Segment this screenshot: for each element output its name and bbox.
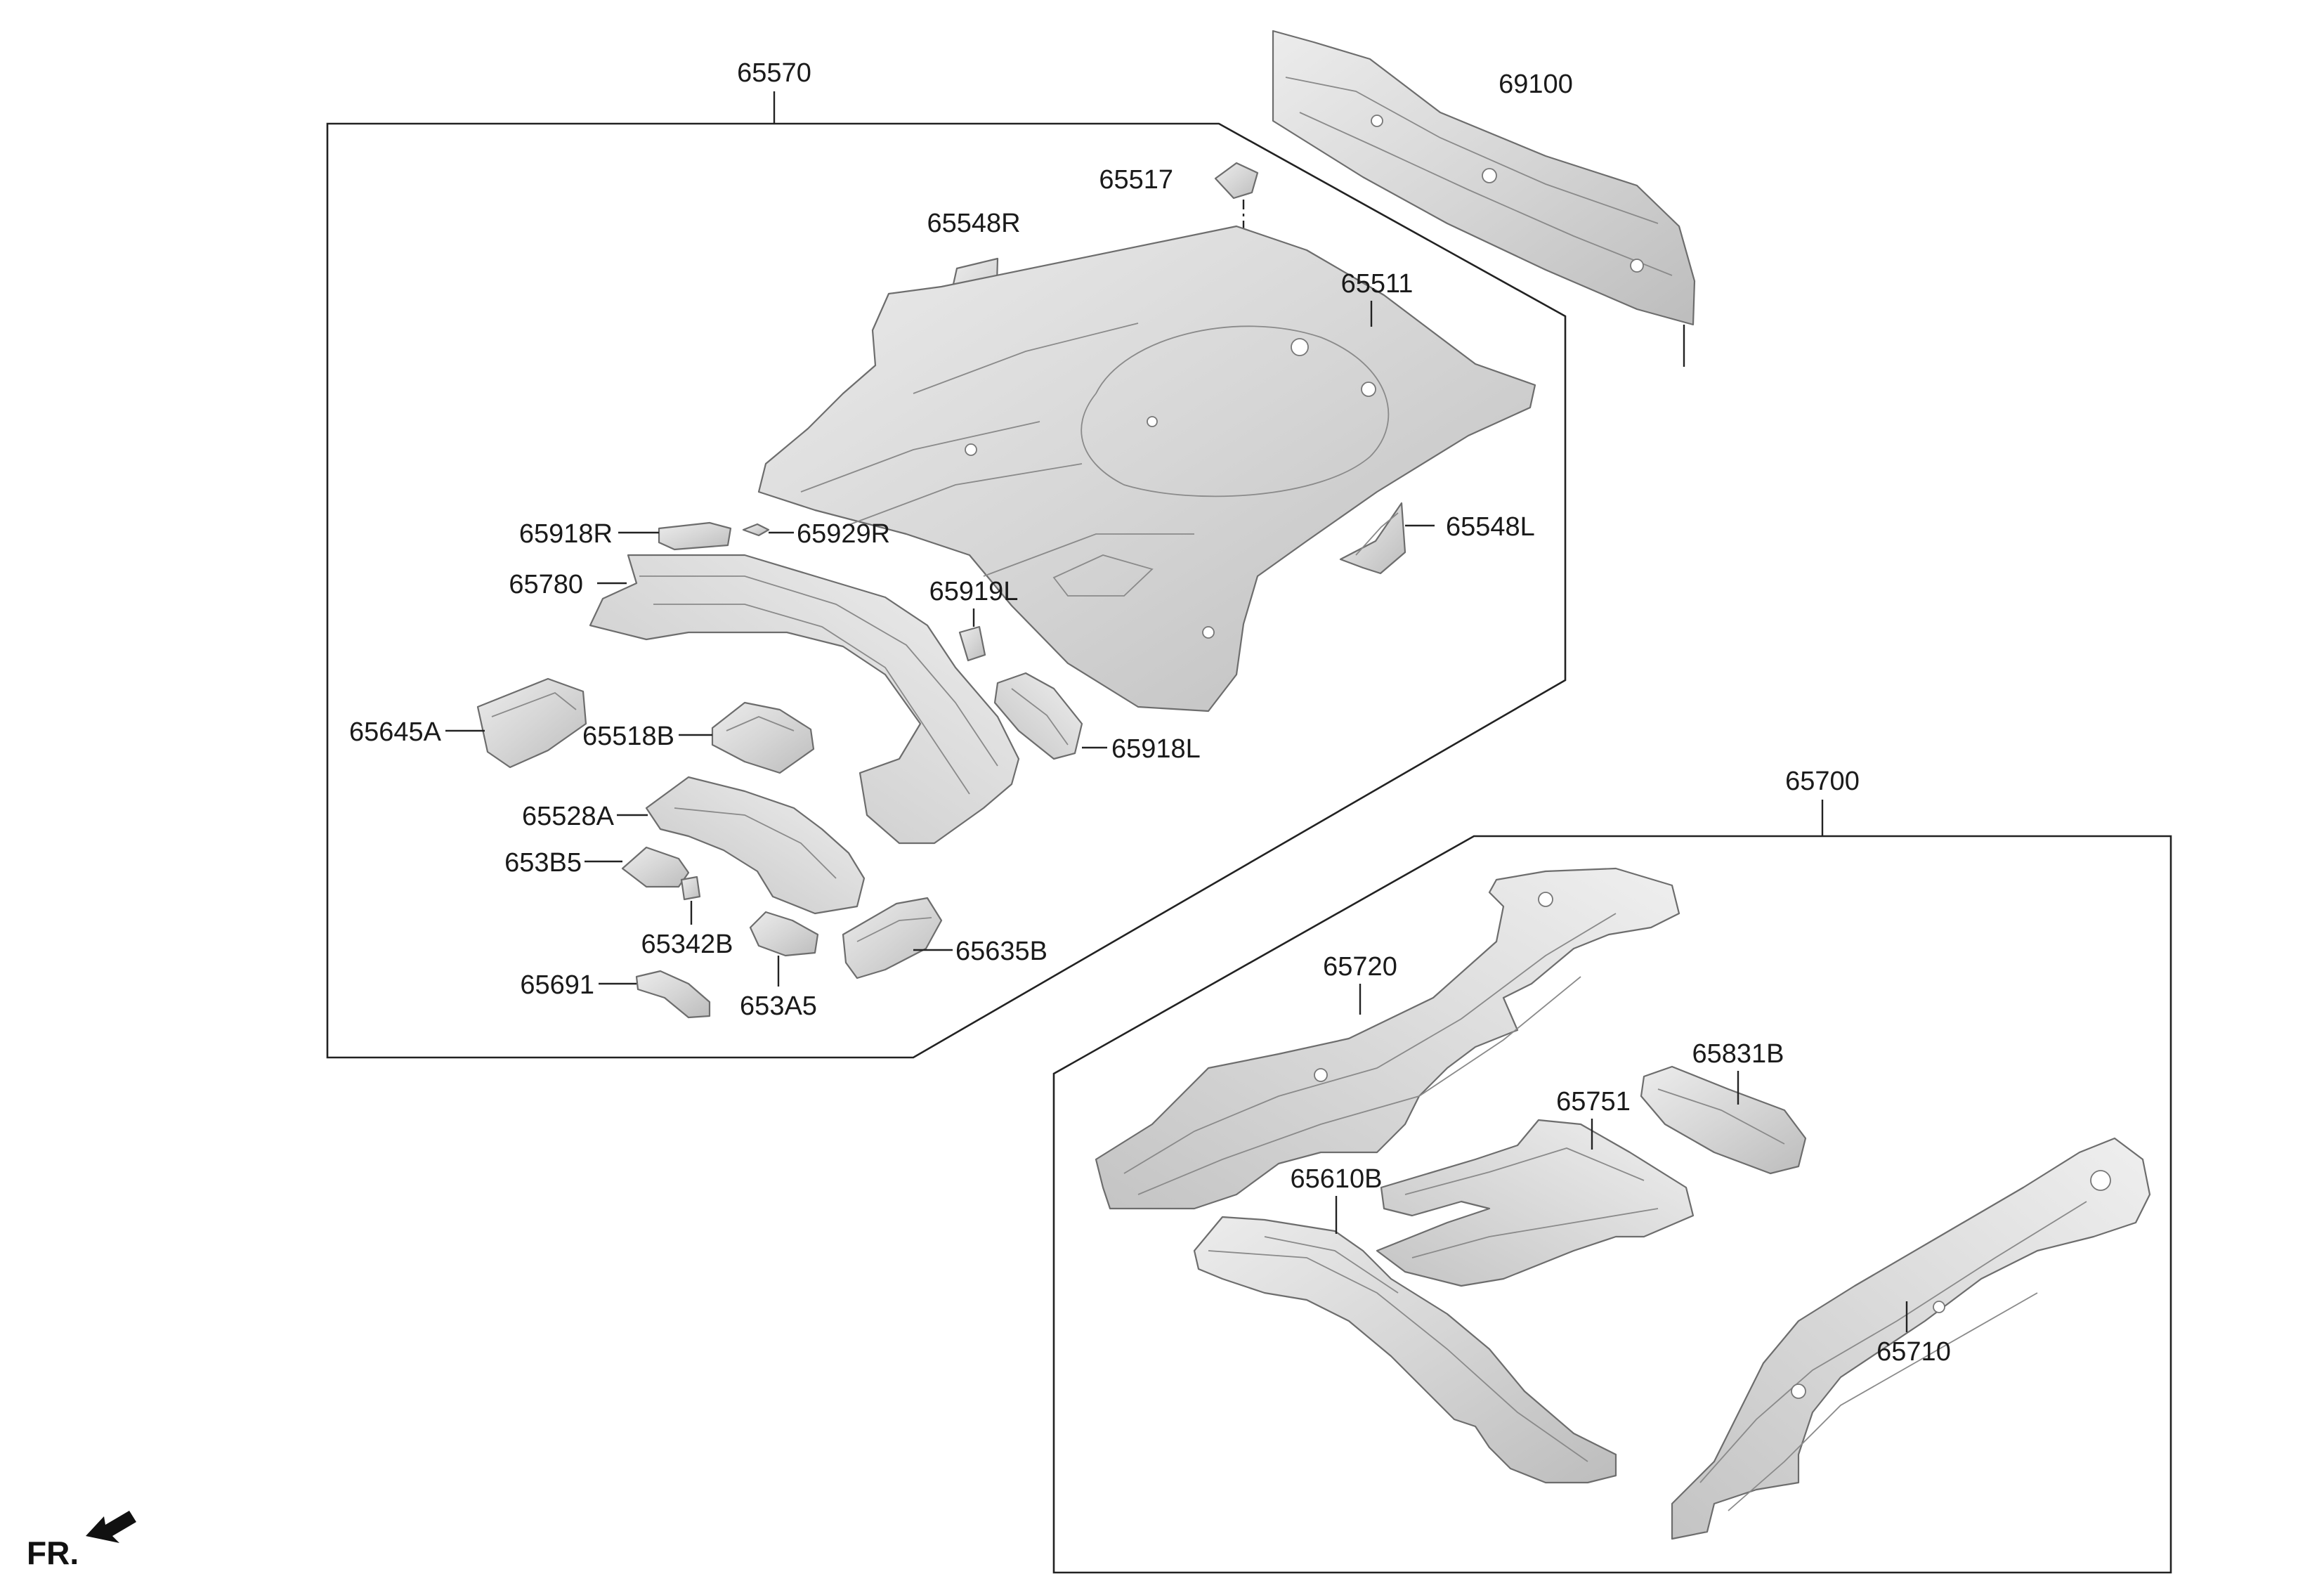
front-arrow-icon (86, 1511, 136, 1543)
part-65831B-reinforcement[interactable] (1640, 1065, 1807, 1175)
part-65342B-clip[interactable] (680, 876, 701, 925)
part-label-65548L[interactable]: 65548L (1446, 512, 1535, 542)
part-label-65635B[interactable]: 65635B (955, 937, 1047, 966)
part-label-65919L[interactable]: 65919L (929, 577, 1019, 606)
part-65929R-clip[interactable] (742, 523, 794, 537)
part-65528A-plate[interactable] (617, 776, 866, 915)
part-65548L-bracket[interactable] (1339, 502, 1435, 575)
part-65720-side-member[interactable] (1095, 867, 1680, 1210)
part-label-653A5[interactable]: 653A5 (740, 991, 817, 1021)
group-65700-frame (1052, 800, 2172, 1574)
part-label-65751[interactable]: 65751 (1556, 1087, 1631, 1117)
part-65751-crossmember[interactable] (1376, 1119, 1695, 1287)
part-label-65918L[interactable]: 65918L (1111, 734, 1201, 764)
part-label-65780[interactable]: 65780 (509, 570, 583, 599)
group-65570-frame (326, 91, 1567, 1059)
part-65518B-bracket[interactable] (679, 701, 815, 774)
part-653B5-bracket[interactable] (585, 846, 690, 888)
part-label-65831B[interactable]: 65831B (1692, 1039, 1784, 1069)
part-label-65645A[interactable]: 65645A (349, 717, 442, 747)
part-label-65528A[interactable]: 65528A (522, 802, 615, 831)
part-label-65610B[interactable]: 65610B (1290, 1164, 1382, 1194)
part-label-65548R[interactable]: 65548R (927, 209, 1020, 238)
part-label-65342B[interactable]: 65342B (641, 930, 733, 959)
part-label-65511[interactable]: 65511 (1341, 269, 1414, 299)
part-label-653B5[interactable]: 653B5 (504, 848, 582, 878)
part-label-65518B[interactable]: 65518B (582, 722, 674, 751)
part-65511-floor-pan[interactable] (757, 225, 1536, 712)
part-label-65691[interactable]: 65691 (520, 970, 594, 1000)
part-65918L-rail[interactable] (993, 672, 1107, 760)
part-65691-bracket[interactable] (599, 970, 711, 1019)
part-65635B-bracket[interactable] (842, 897, 953, 980)
part-label-65710[interactable]: 65710 (1876, 1337, 1951, 1367)
part-label-65517[interactable]: 65517 (1099, 165, 1173, 195)
part-label-69100[interactable]: 69100 (1499, 70, 1573, 99)
part-65710-side-member[interactable] (1671, 1137, 2151, 1540)
part-label-65720[interactable]: 65720 (1323, 952, 1397, 982)
part-65918R-bracket[interactable] (618, 521, 732, 551)
part-65919L-bracket[interactable] (958, 608, 986, 662)
front-direction-indicator: FR. (27, 1511, 136, 1571)
part-label-65918R[interactable]: 65918R (519, 519, 613, 549)
group-label-65570: 65570 (737, 58, 811, 88)
front-direction-label: FR. (27, 1535, 79, 1571)
part-65610B-side-rail[interactable] (1193, 1196, 1617, 1484)
part-65780-crossmember-rail[interactable] (589, 554, 1020, 845)
part-65645A-bracket[interactable] (445, 677, 587, 769)
part-653A5-bracket[interactable] (749, 911, 819, 987)
part-label-65929R[interactable]: 65929R (797, 519, 890, 549)
part-69100-rear-panel[interactable] (1272, 30, 1696, 367)
group-label-65700: 65700 (1785, 767, 1860, 796)
